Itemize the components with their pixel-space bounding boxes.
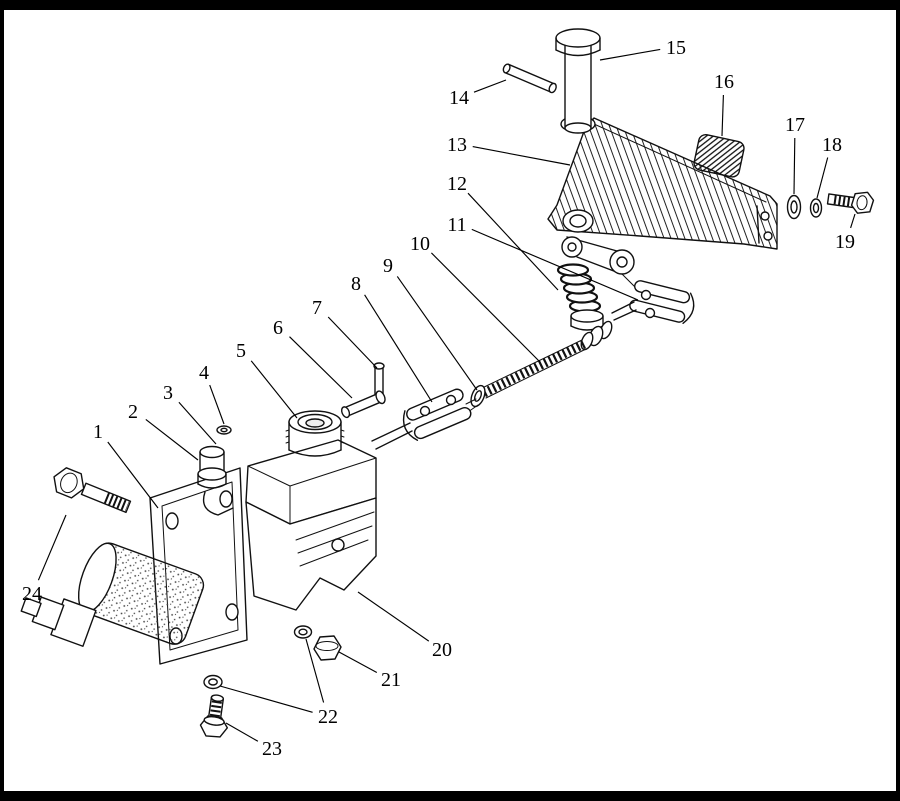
part-11-fork [611,273,695,324]
callout-15: 15 [666,37,686,59]
callout-13: 13 [447,134,467,156]
part-6-bolt [340,390,386,419]
leader-line-18 [816,157,829,199]
leader-line-6 [289,336,353,399]
callout-5: 5 [236,340,246,362]
part-18-washer [809,198,823,218]
leader-line-21 [338,651,378,674]
part-8-washer [470,384,486,408]
leader-line-17 [793,137,796,195]
leader-line-12 [467,192,559,291]
callout-8: 8 [351,273,361,295]
callout-12: 12 [447,173,467,195]
leader-line-22 [305,638,325,703]
callout-18: 18 [822,134,842,156]
callout-2: 2 [128,401,138,423]
callout-9: 9 [383,255,393,277]
callout-22: 22 [318,706,338,728]
leader-line-9 [396,276,478,391]
callout-3: 3 [163,382,173,404]
leader-line-24 [37,514,67,581]
callout-20: 20 [432,639,452,661]
callout-1: 1 [93,421,103,443]
part-22-washer-b [203,674,223,690]
leader-line-16 [721,94,724,137]
left-clevis [402,388,479,441]
leader-line-23 [225,722,259,742]
leader-line-14 [473,79,507,93]
callout-24: 24 [22,583,42,605]
pushrod [371,422,413,450]
callout-14: 14 [449,87,469,109]
leader-line-11 [471,228,639,301]
leader-line-10 [430,252,541,363]
callout-11: 11 [447,214,466,236]
leader-line-4 [209,384,225,425]
leader-line-22 [219,685,313,713]
leader-line-19 [850,213,856,229]
leader-line-5 [250,360,298,419]
leader-line-2 [145,418,199,461]
part-20-valve-body [20,439,377,665]
part-14-pin [502,63,557,94]
part-4-washer [216,425,232,435]
leader-line-7 [327,316,378,369]
leader-line-15 [599,48,661,61]
callout-17: 17 [785,114,805,136]
callout-16: 16 [714,71,734,93]
leader-line-3 [178,401,217,445]
part-12-lever [561,236,635,275]
part-23-bolt [199,694,229,738]
part-22-washer-a [293,625,313,639]
part-19-bolt [826,191,875,214]
callout-10: 10 [410,233,430,255]
callout-19: 19 [835,231,855,253]
callout-4: 4 [199,362,209,384]
leader-line-8 [364,294,433,403]
callout-7: 7 [312,297,322,319]
part-5-port [285,410,345,457]
part-2-elbow-and-3-nut [197,445,234,516]
part-16-buffer [693,134,745,178]
part-17-washer [786,194,802,220]
part-9-threaded-rod [479,339,587,399]
callout-21: 21 [381,669,401,691]
leader-line-1 [107,441,159,509]
leader-line-20 [357,591,430,642]
spring [556,263,604,331]
part-15-pin [555,28,601,134]
part-21-nut [313,635,342,661]
callout-23: 23 [262,738,282,760]
part-24-bolt [53,467,132,514]
callout-6: 6 [273,317,283,339]
leader-line-13 [472,146,571,166]
